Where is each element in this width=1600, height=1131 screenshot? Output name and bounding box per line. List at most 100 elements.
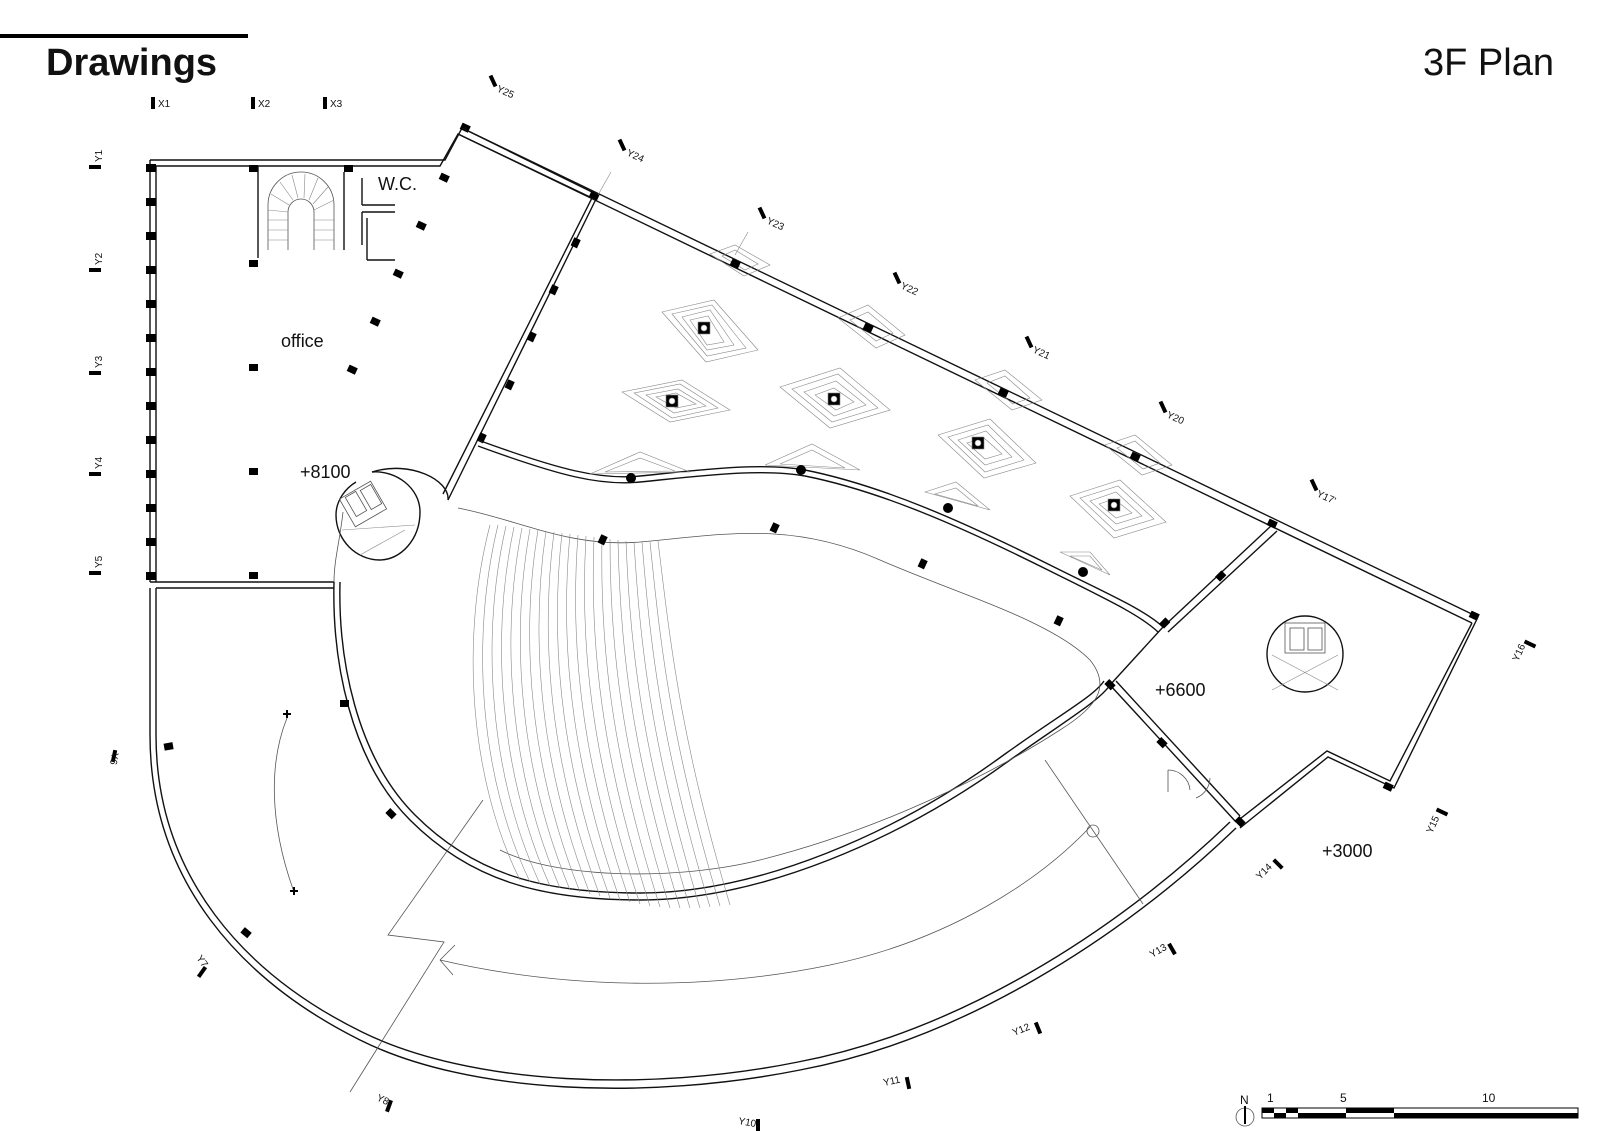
east-block: +6600 xyxy=(1104,615,1479,829)
gallery-columns xyxy=(626,258,1480,629)
skylight-1 xyxy=(661,299,759,363)
svg-text:Y14: Y14 xyxy=(1254,861,1275,882)
svg-text:Y1: Y1 xyxy=(94,149,105,162)
axis-x3: X3 xyxy=(323,97,343,110)
axis-y15: Y15 xyxy=(1425,807,1449,835)
axis-y25: Y25 xyxy=(488,74,516,102)
axis-y2: Y2 xyxy=(89,252,105,272)
svg-text:Y15: Y15 xyxy=(1425,814,1443,835)
svg-text:X2: X2 xyxy=(258,99,271,110)
svg-text:Y2: Y2 xyxy=(94,252,105,265)
ring-columns xyxy=(163,700,397,939)
east-inner-wall xyxy=(1235,622,1473,823)
skylight-partial-row xyxy=(589,244,1173,576)
skylight-2 xyxy=(621,379,731,423)
svg-text:Y24: Y24 xyxy=(625,148,646,166)
scale-tick-10: 10 xyxy=(1482,1091,1496,1105)
grid-axis-markers: X1 X2 X3 Y1 Y2 Y3 Y4 Y5 Y6 Y7 Y8 Y10 Y11… xyxy=(89,74,1537,1131)
gallery-north-wall xyxy=(461,127,1479,618)
east-columns xyxy=(1104,679,1394,828)
svg-text:Y4: Y4 xyxy=(94,456,105,469)
office-inner-wall xyxy=(156,133,593,495)
svg-text:X1: X1 xyxy=(158,99,171,110)
skylight-3 xyxy=(779,367,891,429)
gallery-wedge xyxy=(457,127,1480,633)
axis-y22: Y22 xyxy=(892,271,920,299)
office-block: W.C. office +8100 xyxy=(146,122,600,589)
axis-x1: X1 xyxy=(151,97,171,110)
east-elevator xyxy=(1266,615,1344,693)
axis-y11: Y11 xyxy=(882,1075,912,1090)
axis-y8: Y8 xyxy=(375,1093,393,1113)
svg-text:Y3: Y3 xyxy=(94,355,105,368)
spiral-stair xyxy=(257,166,345,258)
svg-text:Y6: Y6 xyxy=(107,751,120,765)
gallery-east-wall-inner xyxy=(1167,530,1278,633)
east-west-wall xyxy=(1109,684,1237,823)
atrium-steps xyxy=(472,524,731,909)
section-cut-line xyxy=(349,799,484,1093)
west-elevator xyxy=(335,467,449,561)
axis-y4: Y4 xyxy=(89,456,105,476)
ring-inner-wall-inner xyxy=(339,581,1105,894)
skylight-5 xyxy=(1069,479,1167,539)
svg-text:N: N xyxy=(1240,1093,1249,1107)
svg-text:Y25: Y25 xyxy=(495,84,516,102)
atrium-edge xyxy=(457,507,1101,875)
ramp-line xyxy=(439,826,1091,984)
axis-y20: Y20 xyxy=(1158,400,1186,428)
office-label: office xyxy=(281,331,324,351)
axis-y16: Y16 xyxy=(1511,639,1537,663)
north-arrow-icon: N xyxy=(1235,1093,1255,1127)
axis-y17: Y17' xyxy=(1309,478,1338,507)
axis-x2: X2 xyxy=(251,97,271,110)
scale-bar: N 1 5 10 xyxy=(1235,1091,1579,1127)
svg-text:Y20: Y20 xyxy=(1165,410,1186,428)
east-outer-wall xyxy=(1239,616,1479,829)
svg-text:Y11: Y11 xyxy=(882,1075,901,1089)
axis-y3: Y3 xyxy=(89,355,105,375)
gallery-south-wall xyxy=(477,439,1164,628)
svg-text:Y12: Y12 xyxy=(1011,1022,1032,1039)
skylight-4 xyxy=(937,418,1037,479)
svg-text:Y21: Y21 xyxy=(1031,345,1052,363)
office-columns xyxy=(146,122,600,580)
curved-ring xyxy=(149,511,1237,1093)
svg-text:Y10: Y10 xyxy=(737,1116,757,1130)
svg-text:Y5: Y5 xyxy=(94,555,105,568)
axis-guide-lines xyxy=(597,171,749,256)
axis-y23: Y23 xyxy=(757,206,786,234)
axis-y21: Y21 xyxy=(1024,335,1052,363)
axis-y14: Y14 xyxy=(1254,858,1284,882)
svg-text:Y22: Y22 xyxy=(899,281,920,299)
level-8100: +8100 xyxy=(300,462,351,482)
plan-title: 3F Plan xyxy=(1423,42,1554,84)
axis-y6: Y6 xyxy=(107,749,120,766)
sheet-title: Drawings xyxy=(46,42,218,84)
svg-text:Y16: Y16 xyxy=(1511,642,1529,663)
scale-tick-1: 1 xyxy=(1267,1091,1274,1105)
scale-tick-5: 5 xyxy=(1340,1091,1347,1105)
axis-y12: Y12 xyxy=(1011,1021,1043,1039)
east-door xyxy=(1167,769,1211,799)
wc-partitions xyxy=(361,178,395,261)
axis-y13: Y13 xyxy=(1148,942,1177,961)
gallery-north-wall-inner xyxy=(457,133,1473,624)
svg-text:X3: X3 xyxy=(330,99,343,110)
office-outer-wall xyxy=(150,127,599,501)
east-west-wall-inner xyxy=(1115,680,1241,817)
level-6600: +6600 xyxy=(1155,680,1206,700)
svg-text:Y8: Y8 xyxy=(375,1093,391,1108)
svg-text:Y13: Y13 xyxy=(1148,942,1169,961)
axis-y10: Y10 xyxy=(737,1116,760,1131)
axis-y7: Y7 xyxy=(194,953,210,979)
svg-text:Y17': Y17' xyxy=(1315,489,1338,507)
svg-text:Y23: Y23 xyxy=(765,216,786,234)
level-3000: +3000 xyxy=(1322,841,1373,861)
axis-y1: Y1 xyxy=(89,149,105,169)
east-link-wall xyxy=(1109,626,1164,686)
ring-outer-wall-inner xyxy=(155,588,1231,1081)
atrium-columns xyxy=(597,522,1064,627)
ring-inner-wall xyxy=(333,581,1111,901)
